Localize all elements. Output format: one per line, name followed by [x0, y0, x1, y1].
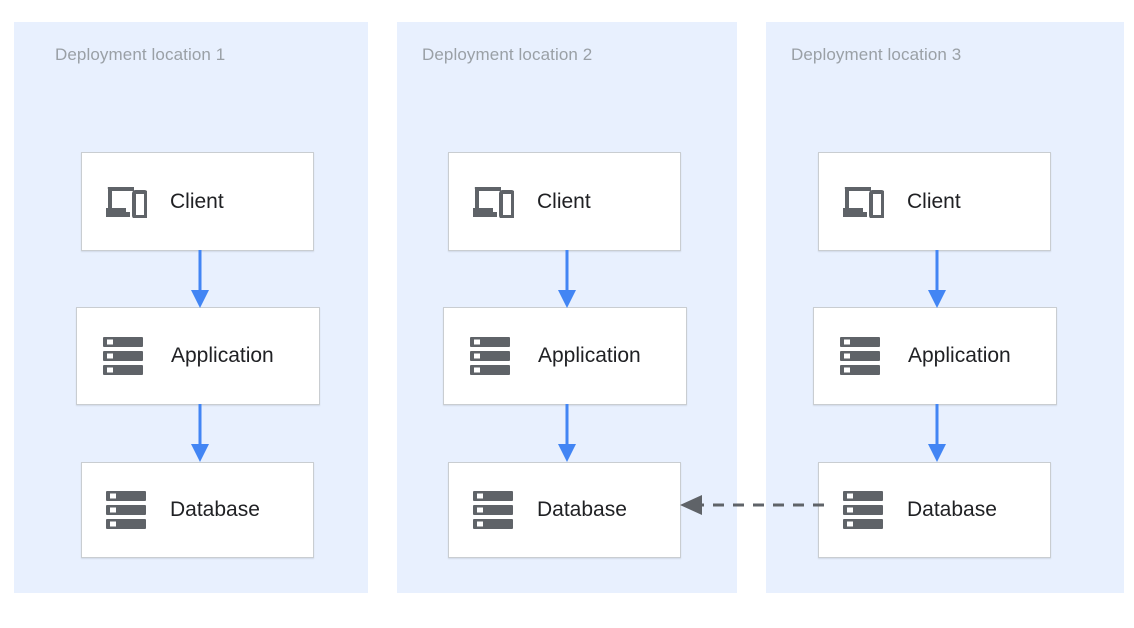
server-icon	[838, 334, 882, 378]
server-icon	[104, 488, 148, 532]
node-database-location-1[interactable]: Database	[81, 462, 314, 558]
node-label: Client	[537, 189, 591, 213]
server-icon	[841, 488, 885, 532]
deployment-location-3-title: Deployment location 3	[791, 45, 962, 64]
devices-icon	[471, 180, 515, 224]
arrow-application-to-database-location-2	[558, 404, 576, 462]
node-client-location-1[interactable]: Client	[81, 152, 314, 251]
deployment-location-1-title: Deployment location 1	[55, 45, 226, 64]
node-label: Application	[908, 344, 1011, 367]
node-label: Application	[538, 344, 641, 367]
node-label: Database	[170, 498, 260, 521]
devices-icon	[104, 180, 148, 224]
node-client-location-3[interactable]: Client	[818, 152, 1051, 251]
node-database-location-3[interactable]: Database	[818, 462, 1051, 558]
arrow-client-to-application-location-2	[558, 250, 576, 308]
server-icon	[471, 488, 515, 532]
node-label: Client	[170, 189, 224, 213]
server-icon	[468, 334, 512, 378]
node-client-location-2[interactable]: Client	[448, 152, 681, 251]
node-application-location-3[interactable]: Application	[813, 307, 1057, 405]
node-label: Database	[907, 498, 997, 521]
arrow-application-to-database-location-1	[191, 404, 209, 462]
node-database-location-2[interactable]: Database	[448, 462, 681, 558]
arrow-application-to-database-location-3	[928, 404, 946, 462]
devices-icon	[841, 180, 885, 224]
server-icon	[101, 334, 145, 378]
arrow-replication-location-3-to-location-2	[680, 495, 824, 515]
node-application-location-2[interactable]: Application	[443, 307, 687, 405]
node-application-location-1[interactable]: Application	[76, 307, 320, 405]
deployment-location-2-title: Deployment location 2	[422, 45, 593, 64]
node-label: Database	[537, 498, 627, 521]
node-label: Client	[907, 189, 961, 213]
arrow-client-to-application-location-3	[928, 250, 946, 308]
arrow-client-to-application-location-1	[191, 250, 209, 308]
node-label: Application	[171, 344, 274, 367]
